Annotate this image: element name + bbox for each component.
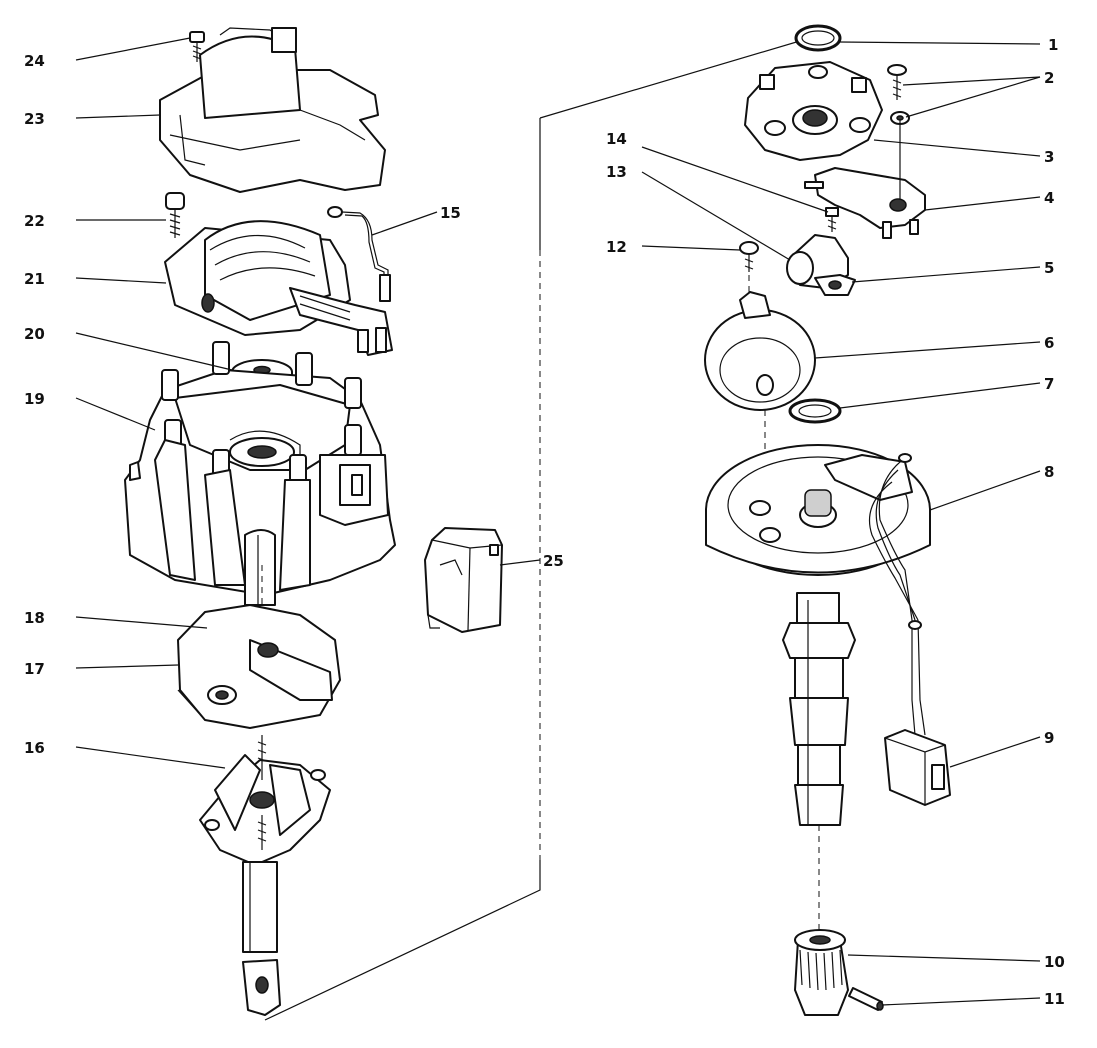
callout-19: 19 [24, 390, 45, 408]
part-6-vacuum-advance [704, 291, 816, 500]
assembly-break-line [264, 34, 821, 1021]
callout-2: 2 [1044, 69, 1054, 87]
part-3-pole-piece [744, 61, 883, 161]
callout-16: 16 [24, 739, 45, 757]
part-21-ignition-coil [164, 220, 393, 356]
part-8-distributor-housing [705, 444, 931, 826]
part-25-capacitor [424, 527, 503, 633]
callout-6: 6 [1044, 334, 1054, 352]
callout-8: 8 [1044, 463, 1054, 481]
part-9-connector [884, 619, 951, 806]
callout-21: 21 [24, 270, 45, 288]
callout-14: 14 [606, 130, 627, 148]
callout-1: 1 [1048, 36, 1058, 54]
part-2-screw-washer [887, 64, 910, 125]
callout-15: 15 [440, 204, 461, 222]
part-17-rotor [177, 565, 341, 729]
part-1-retaining-ring [794, 24, 842, 52]
leader-lines [75, 37, 1041, 1006]
callout-labels: 24 23 22 21 20 19 18 17 16 15 25 1 2 3 4… [24, 36, 1065, 1008]
callout-22: 22 [24, 212, 45, 230]
callout-12: 12 [606, 238, 627, 256]
callout-11: 11 [1044, 990, 1065, 1008]
callout-9: 9 [1044, 729, 1054, 747]
part-23-coil-cover [159, 27, 386, 193]
callout-17: 17 [24, 660, 45, 678]
part-24-cover-screw [189, 31, 205, 62]
part-19-distributor-cap [124, 341, 396, 606]
callout-5: 5 [1044, 259, 1054, 277]
part-15-ground-lead [327, 206, 391, 302]
callout-18: 18 [24, 609, 45, 627]
part-12-screw [739, 241, 759, 300]
callout-23: 23 [24, 110, 45, 128]
callout-24: 24 [24, 52, 45, 70]
part-16-advance-assembly [199, 735, 331, 1016]
part-5-13-vacuum-unit [786, 234, 856, 296]
callout-25: 25 [543, 552, 564, 570]
callout-4: 4 [1044, 189, 1054, 207]
part-11-roll-pin [848, 987, 884, 1011]
part-7-washer [788, 398, 842, 424]
callout-20: 20 [24, 325, 45, 343]
callout-10: 10 [1044, 953, 1065, 971]
part-4-ignition-module [804, 120, 926, 239]
part-14-module-screw [825, 207, 839, 232]
part-22-coil-screw [165, 192, 185, 238]
callout-13: 13 [606, 163, 627, 181]
callout-7: 7 [1044, 375, 1054, 393]
part-10-drive-gear [794, 825, 849, 1016]
callout-3: 3 [1044, 148, 1054, 166]
